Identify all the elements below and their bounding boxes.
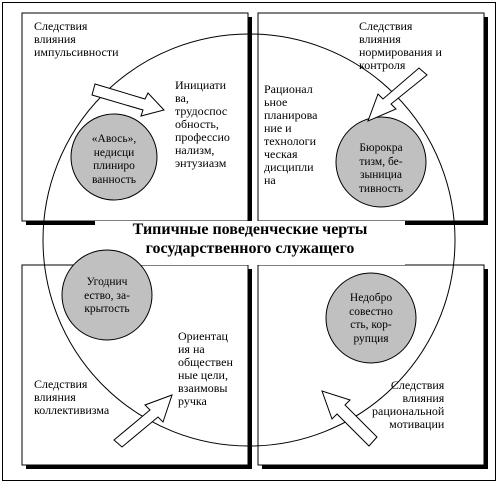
top-left-label: Следствия влияния импульсивности bbox=[34, 19, 119, 59]
circle-top-left bbox=[70, 113, 158, 201]
bottom-right-circle-text: Недобро совестно сть, кор- рупция bbox=[349, 292, 393, 345]
circle-bottom-right bbox=[325, 272, 417, 364]
bottom-right-label: Следствия влияния рациональной мотивации bbox=[372, 378, 445, 431]
top-right-traits: Рационал ьное планирова ние и технологи … bbox=[264, 82, 318, 187]
center-title: Типичные поведенческие черты государстве… bbox=[132, 221, 368, 257]
circle-top-right bbox=[335, 116, 427, 208]
arrow-bottom-right bbox=[321, 390, 378, 447]
arrow-bottom-left bbox=[113, 394, 173, 448]
arrow-top-left bbox=[91, 83, 165, 117]
top-right-label: Следствия влияния нормирования и контрол… bbox=[359, 19, 442, 72]
central-circle bbox=[42, 33, 456, 447]
top-right-circle-text: Бюрокра тизм, бе- зынициа тивность bbox=[358, 142, 404, 195]
top-left-traits: Инициати ва, трудоспос обность, професси… bbox=[175, 78, 230, 170]
title-backdrop bbox=[95, 221, 405, 265]
arrow-top-right bbox=[367, 67, 428, 122]
bottom-left-traits: Ориентац ия на обществен ные цели, взаим… bbox=[178, 329, 233, 408]
top-left-circle-text: «Авось», недисци плиниро ванность bbox=[91, 133, 137, 186]
bottom-left-circle-text: Угоднич ество, за- крытость bbox=[84, 276, 130, 315]
bottom-left-label: Следствия влияния коллективизма bbox=[34, 377, 110, 417]
circle-bottom-left bbox=[61, 249, 153, 341]
